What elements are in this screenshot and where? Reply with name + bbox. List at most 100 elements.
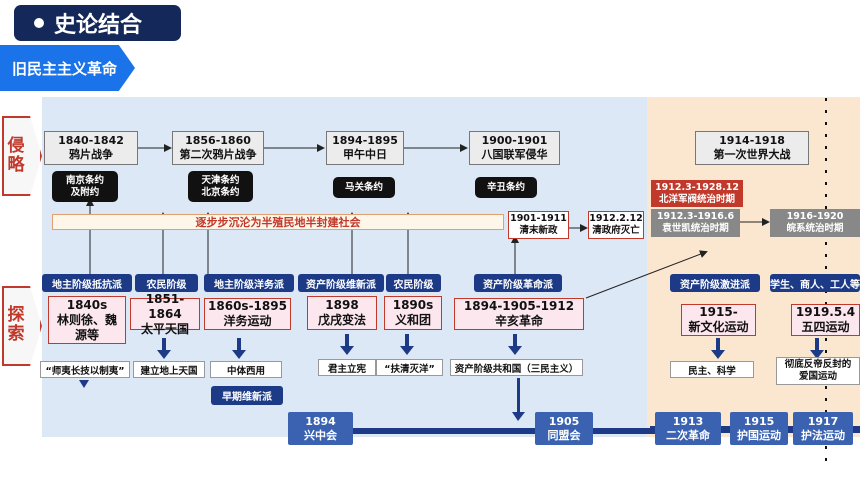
page-title: 史论结合: [14, 5, 181, 41]
page-title-text: 史论结合: [54, 13, 143, 38]
movement-line: 义和团: [394, 313, 431, 327]
invasion-label: 侵略: [7, 136, 25, 175]
section-banner: 旧民主主义革命: [0, 45, 135, 91]
movement-line: 1915-: [699, 305, 738, 319]
result-line: 爱国运动: [798, 371, 837, 382]
movement-line: 洋务运动: [223, 314, 272, 328]
early-reform-label: 早期维新派: [211, 386, 283, 405]
movement-line: 1890s: [392, 298, 434, 312]
box-line: 清末新政: [519, 225, 558, 236]
movement-box: 1915-新文化运动: [681, 304, 756, 336]
movement-line: 林则徐、魏: [56, 312, 117, 327]
result-box: 民主、科学: [670, 361, 754, 378]
class-label: 农民阶级: [135, 274, 198, 292]
movement-line: 1898: [325, 298, 359, 312]
result-box: 君主立宪: [318, 359, 376, 376]
class-label: 资产阶级激进派: [670, 274, 760, 292]
result-box: 建立地上天国: [133, 361, 205, 378]
event-name: 甲午中日: [343, 148, 387, 161]
treaty-line: 及附约: [70, 186, 100, 198]
bullet-icon: [34, 18, 44, 28]
event-year: 1894-1895: [332, 134, 398, 147]
movement-line: 源等: [74, 327, 99, 342]
result-line: 彻底反帝反封的: [784, 359, 852, 370]
movement-line: 1860s-1895: [208, 299, 287, 313]
event-name: 第二次鸦片战争: [179, 148, 257, 161]
box-line: 1901-1911: [510, 213, 567, 224]
org-name: 同盟会: [547, 428, 581, 442]
box-line: 北洋军阀统治时期: [658, 193, 735, 205]
org-name: 兴中会: [304, 428, 337, 442]
box-line: 1916-1920: [786, 211, 844, 222]
box-line: 清政府灭亡: [592, 225, 640, 236]
org-name: 二次革命: [666, 428, 710, 442]
event-year: 1900-1901: [481, 134, 548, 147]
class-label: 资产阶级维新派: [298, 274, 384, 292]
box-line: 皖系统治时期: [786, 223, 844, 234]
treaty-line: 北京条约: [201, 186, 240, 198]
treaty-line: 南京条约: [65, 174, 104, 186]
result-box: 中体西用: [210, 361, 282, 378]
event-year: 1856-1860: [185, 134, 251, 147]
movement-line: 1851-1864: [145, 291, 185, 321]
treaty-box: 马关条约: [333, 177, 395, 198]
event-name: 鸦片战争: [69, 148, 113, 161]
treaty-box: 辛丑条约: [475, 177, 537, 198]
org-year: 1915: [743, 414, 775, 428]
org-name: 护国运动: [737, 428, 781, 442]
movement-line: 五四运动: [801, 320, 850, 334]
movement-line: 太平天国: [140, 321, 189, 336]
org-year: 1913: [672, 414, 704, 428]
result-box: 资产阶级共和国（三民主义）: [450, 359, 583, 376]
result-box: “师夷长技以制夷”: [40, 361, 130, 378]
movement-line: 辛亥革命: [494, 314, 543, 328]
event-year: 1840-1842: [58, 134, 124, 147]
box-line: 1912.2.12: [589, 213, 643, 224]
org-year: 1894: [305, 414, 336, 428]
class-label: 资产阶级革命派: [474, 274, 562, 292]
movement-line: 1840s: [66, 297, 108, 312]
class-label: 地主阶级洋务派: [204, 274, 294, 292]
treaty-box: 南京条约及附约: [52, 171, 118, 202]
class-label: 学生、商人、工人等: [770, 274, 860, 292]
class-label: 地主阶级抵抗派: [42, 274, 132, 292]
box-line: 1912.3-1916.6: [656, 211, 735, 222]
treaty-line: 辛丑条约: [486, 181, 525, 193]
event-name: 第一次世界大战: [713, 148, 791, 161]
org-year: 1905: [548, 414, 580, 428]
treaty-line: 天津条约: [201, 174, 240, 186]
result-box: “扶清灭洋”: [376, 359, 443, 376]
treaty-box: 天津条约北京条约: [188, 171, 253, 202]
class-label: 农民阶级: [386, 274, 441, 292]
movement-line: 戊戌变法: [317, 313, 366, 327]
movement-line: 1919.5.4: [795, 305, 856, 319]
org-year: 1917: [807, 414, 839, 428]
event-name: 八国联军侵华: [481, 148, 548, 161]
event-year: 1914-1918: [719, 134, 785, 147]
box-line: 袁世凯统治时期: [662, 223, 729, 234]
explore-label: 探索: [7, 305, 25, 344]
movement-line: 新文化运动: [688, 320, 749, 334]
treaty-line: 马关条约: [344, 181, 383, 193]
